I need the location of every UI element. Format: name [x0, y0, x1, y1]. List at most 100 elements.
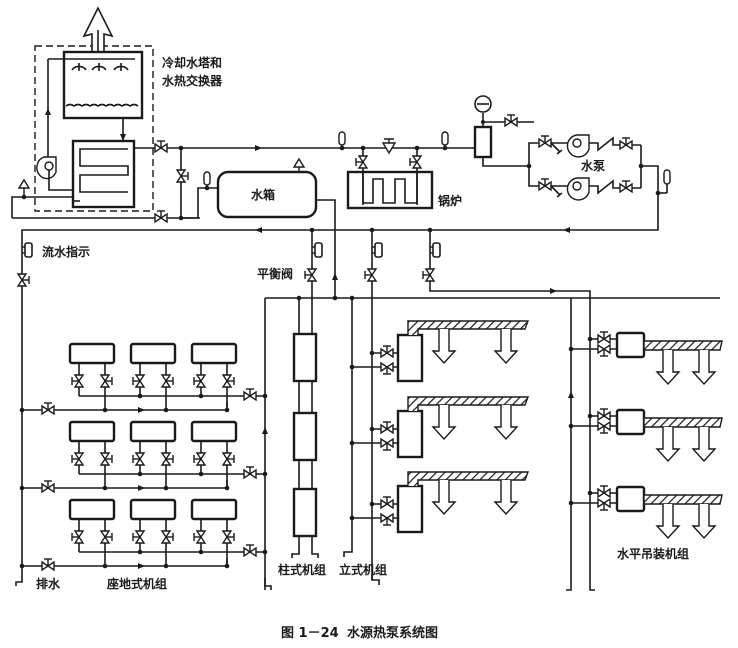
vertical-unit: [396, 409, 424, 459]
main-piping: 水箱 锅炉: [11, 95, 671, 298]
ceiling-unit: [615, 331, 646, 359]
boiler-label: 锅炉: [438, 193, 462, 208]
floor-unit-valve-icon: [222, 530, 235, 544]
tank-vent-icon: [292, 157, 306, 172]
air-outlet-arrow-icon: [692, 349, 716, 385]
ceiling-unit-valve-icon: [597, 344, 611, 357]
ceiling-units-label: 水平吊装机组: [617, 546, 689, 561]
floor-unit: [68, 420, 116, 443]
air-outlet-arrow-icon: [432, 328, 456, 364]
figure-caption-number: 图 1－24: [281, 626, 339, 641]
water-tank: [216, 170, 318, 219]
boiler-coil: [362, 172, 418, 204]
floor-row-return-valve-icon: [41, 402, 55, 415]
column-unit: [292, 487, 318, 538]
flow-indicator-icon: [371, 242, 383, 258]
floor-unit-valve-icon: [132, 530, 145, 544]
pump1-inlet-valve-icon: [538, 135, 552, 148]
floor-unit-valve-icon: [222, 452, 235, 466]
supply-air-vent-icon: [338, 131, 346, 149]
floor-unit-valve-icon: [100, 530, 113, 544]
air-separator: [473, 125, 493, 159]
pump2-inlet-valve-icon: [538, 178, 552, 191]
pump2-check-valve: [589, 179, 641, 195]
floor-unit-valve-icon: [71, 530, 84, 544]
branch-risers: [265, 227, 720, 586]
air-outlet-arrow-icon: [656, 426, 680, 462]
ceiling-unit-valve-icon: [597, 331, 611, 344]
air-outlet-arrow-icon: [692, 503, 716, 539]
air-duct: [407, 396, 530, 411]
floor-unit-valve-icon: [193, 374, 206, 388]
floor-unit-valve-icon: [71, 452, 84, 466]
balance-valve-icon: [422, 268, 435, 282]
floor-unit: [129, 498, 177, 521]
ceiling-unit-valve-icon: [597, 421, 611, 434]
spray-nozzle-icons: [71, 63, 129, 71]
air-outlet-arrow-icon: [494, 479, 518, 515]
floor-row-supply-valve-icon: [243, 388, 257, 401]
air-duct: [407, 320, 530, 335]
vertical-units: [343, 298, 530, 557]
balance-valve-label: 平衡阀: [257, 266, 293, 281]
floor-unit-valve-icon: [161, 452, 174, 466]
boiler: [346, 170, 434, 210]
floor-unit-valve-icon: [100, 452, 113, 466]
pump-2-icon: [566, 177, 590, 201]
floor-unit: [190, 498, 238, 521]
exchanger-return-valve-icon: [154, 210, 168, 223]
pump-outlet-air-vent-icon: [663, 169, 671, 185]
cooling-tower: [62, 50, 144, 120]
water-tank-label: 水箱: [251, 187, 275, 202]
air-outlet-arrow-icon: [432, 404, 456, 440]
floor-unit-valve-icon: [161, 530, 174, 544]
floor-row-return-valve-icon: [41, 558, 55, 571]
vertical-unit-valve-icon: [380, 513, 394, 526]
floor-unit-valve-icon: [132, 452, 145, 466]
gauge-drain-valve-icon: [504, 114, 518, 127]
bypass-valve-icon: [176, 169, 189, 183]
boiler-outlet-valve-icon: [409, 155, 422, 169]
ceiling-unit-valve-icon: [597, 485, 611, 498]
pump1-outlet-valve-icon: [619, 137, 633, 150]
floor-unit: [68, 498, 116, 521]
figure-caption-title: 水源热泵系统图: [347, 625, 438, 641]
air-outlet-arrow-icon: [656, 349, 680, 385]
floor-units-label: 座地式机组: [106, 576, 167, 591]
air-duct: [643, 340, 723, 351]
air-outlet-arrow-icon: [656, 503, 680, 539]
floor-unit: [68, 342, 116, 365]
floor-unit-valve-icon: [193, 530, 206, 544]
vertical-unit: [396, 484, 424, 534]
flow-indicator-icon: [311, 242, 323, 258]
pump2-outlet-valve-icon: [619, 180, 633, 193]
air-outlet-arrow-icon: [432, 479, 456, 515]
floor-unit-valve-icon: [161, 374, 174, 388]
floor-unit-valve-icon: [222, 374, 235, 388]
exchanger-outlet-valve-icon: [154, 140, 168, 153]
air-outlet-arrow-icon: [494, 404, 518, 440]
air-duct: [643, 417, 723, 428]
cooling-tower-label-line1: 冷却水塔和: [162, 55, 222, 70]
tank-air-vent-icon: [203, 171, 211, 189]
vertical-units-label: 立式机组: [339, 562, 387, 577]
cooling-tower-group: [34, 6, 154, 212]
floor-row-return-valve-icon: [41, 480, 55, 493]
column-units-label: 柱式机组: [278, 562, 326, 577]
air-duct: [407, 471, 530, 486]
column-unit: [292, 411, 318, 462]
cooling-tower-dashed-boundary: [34, 45, 154, 212]
column-units: [291, 298, 319, 558]
column-unit: [292, 332, 318, 383]
air-outlet-arrow-icon: [494, 328, 518, 364]
drain-label: 排水: [36, 576, 61, 591]
cooling-tower-label-line2: 水热交换器: [162, 73, 223, 88]
boiler-inlet-valve-icon: [355, 155, 368, 169]
ceiling-unit-valve-icon: [597, 408, 611, 421]
vertical-unit-valve-icon: [380, 421, 394, 434]
water-surface: [65, 103, 139, 107]
floor-unit: [190, 342, 238, 365]
heat-exchanger: [71, 139, 136, 209]
main-flow-indicator-icon: [21, 242, 33, 258]
